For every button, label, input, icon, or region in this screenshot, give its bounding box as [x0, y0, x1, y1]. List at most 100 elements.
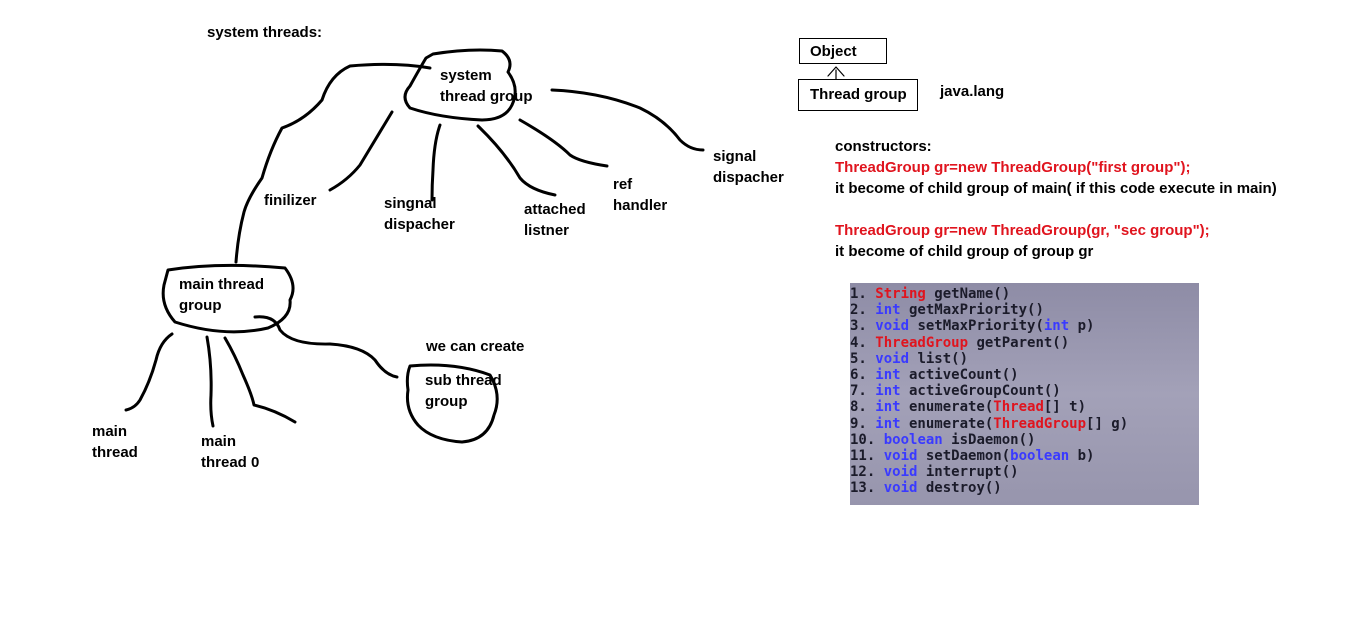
method-name: destroy() — [917, 480, 1002, 497]
method-tail: b) — [1069, 448, 1095, 465]
system-group-label-1: system — [440, 67, 492, 84]
method-number: 8. — [850, 399, 867, 416]
method-tail: p) — [1069, 318, 1095, 335]
main-thread-label-1: main — [92, 423, 128, 440]
method-return-type: int — [866, 415, 901, 432]
edge-main-thread — [124, 332, 174, 412]
method-row: 4. ThreadGroup getParent() — [850, 335, 1199, 351]
constructor-2-desc: it become of child group of group gr — [835, 243, 1094, 260]
thread-group-box: Thread group — [798, 79, 918, 111]
edge-system-to-main-group — [234, 62, 432, 264]
method-number: 13. — [850, 480, 876, 497]
method-return-type: void — [875, 448, 918, 465]
method-return-type: int — [866, 399, 901, 416]
method-name: getMaxPriority() — [900, 302, 1044, 319]
constructor-2-code: ThreadGroup gr=new ThreadGroup(gr, "sec … — [835, 222, 1210, 239]
main-group-label-1: main thread — [179, 276, 265, 293]
system-group-label-2: thread group — [440, 88, 533, 105]
methods-list: 1. String getName()2. int getMaxPriority… — [850, 283, 1199, 505]
method-row: 5. void list() — [850, 351, 1199, 367]
diagram-heading: system threads: — [207, 24, 323, 41]
edge-attached-listner — [476, 124, 557, 197]
method-name: isDaemon() — [942, 431, 1036, 448]
sub-group-label-2: group — [425, 393, 468, 410]
system-group-outline — [403, 48, 517, 122]
method-number: 10. — [850, 431, 876, 448]
method-row: 12. void interrupt() — [850, 464, 1199, 480]
method-row: 13. void destroy() — [850, 480, 1199, 496]
constructor-1-code: ThreadGroup gr=new ThreadGroup("first gr… — [835, 159, 1191, 176]
singnal-dispacher-label-1: singnal — [384, 195, 437, 212]
ref-handler-label-1: ref — [613, 176, 633, 193]
method-number: 5. — [850, 350, 867, 367]
method-name: enumerate( — [900, 415, 994, 432]
attached-listner-label-2: listner — [524, 222, 570, 239]
edge-finilizer — [328, 110, 394, 192]
method-return-type: String — [866, 286, 926, 302]
sub-group-outline — [405, 363, 499, 444]
method-return-type: void — [866, 318, 910, 335]
method-number: 4. — [850, 334, 867, 351]
edge-main-thread-0 — [205, 335, 215, 428]
signal-dispacher-label-1: signal — [713, 148, 757, 165]
method-name: setMaxPriority( — [909, 318, 1044, 335]
method-name: getParent() — [968, 334, 1070, 351]
method-row: 8. int enumerate(Thread[] t) — [850, 399, 1199, 415]
main-thread-label-2: thread — [92, 444, 138, 461]
method-name: setDaemon( — [917, 448, 1011, 465]
method-number: 12. — [850, 464, 876, 481]
method-return-type: ThreadGroup — [866, 334, 969, 351]
method-row: 9. int enumerate(ThreadGroup[] g) — [850, 416, 1199, 432]
edge-main-third — [223, 336, 297, 424]
method-return-type: int — [866, 383, 901, 400]
method-name: interrupt() — [917, 464, 1019, 481]
finilizer-label: finilizer — [264, 192, 317, 209]
method-row: 2. int getMaxPriority() — [850, 302, 1199, 318]
attached-listner-label-1: attached — [524, 201, 586, 218]
method-name: activeGroupCount() — [900, 383, 1061, 400]
method-row: 6. int activeCount() — [850, 367, 1199, 383]
method-name: enumerate( — [900, 399, 994, 416]
method-arg-type: ThreadGroup — [993, 415, 1087, 432]
main-group-outline — [161, 263, 295, 334]
method-row: 11. void setDaemon(boolean b) — [850, 448, 1199, 464]
method-row: 10. boolean isDaemon() — [850, 432, 1199, 448]
method-arg-type: int — [1043, 318, 1070, 335]
method-return-type: int — [866, 302, 901, 319]
constructors-title: constructors: — [835, 138, 932, 155]
method-number: 9. — [850, 415, 867, 432]
method-number: 6. — [850, 367, 867, 384]
object-box: Object — [799, 38, 887, 64]
method-tail: [] g) — [1086, 415, 1129, 432]
method-row: 1. String getName() — [850, 286, 1199, 302]
method-number: 3. — [850, 318, 867, 335]
method-number: 11. — [850, 448, 876, 465]
method-row: 3. void setMaxPriority(int p) — [850, 318, 1199, 334]
method-name: activeCount() — [900, 367, 1019, 384]
main-group-label-2: group — [179, 297, 222, 314]
method-tail: [] t) — [1043, 399, 1087, 416]
method-name: list() — [909, 350, 969, 367]
method-number: 2. — [850, 302, 867, 319]
method-return-type: boolean — [875, 431, 943, 448]
method-number: 7. — [850, 383, 867, 400]
method-return-type: void — [875, 464, 918, 481]
main-thread-0-label-1: main — [201, 433, 237, 450]
edge-signal-dispacher-2 — [550, 88, 705, 152]
edge-singnal-dispacher — [430, 123, 442, 202]
method-name: getName() — [925, 286, 1011, 302]
ref-handler-label-2: handler — [613, 197, 668, 214]
sub-group-label-1: sub thread — [425, 372, 502, 389]
singnal-dispacher-label-2: dispacher — [384, 216, 455, 233]
we-can-create-label: we can create — [426, 338, 525, 355]
method-return-type: void — [875, 480, 918, 497]
method-row: 7. int activeGroupCount() — [850, 383, 1199, 399]
package-label: java.lang — [940, 83, 1005, 100]
constructor-1-desc: it become of child group of main( if thi… — [835, 180, 1277, 197]
method-return-type: int — [866, 367, 901, 384]
method-return-type: void — [866, 350, 910, 367]
edge-main-to-sub-group — [253, 315, 399, 379]
main-thread-0-label-2: thread 0 — [201, 454, 260, 471]
signal-dispacher-label-2: dispacher — [713, 169, 784, 186]
